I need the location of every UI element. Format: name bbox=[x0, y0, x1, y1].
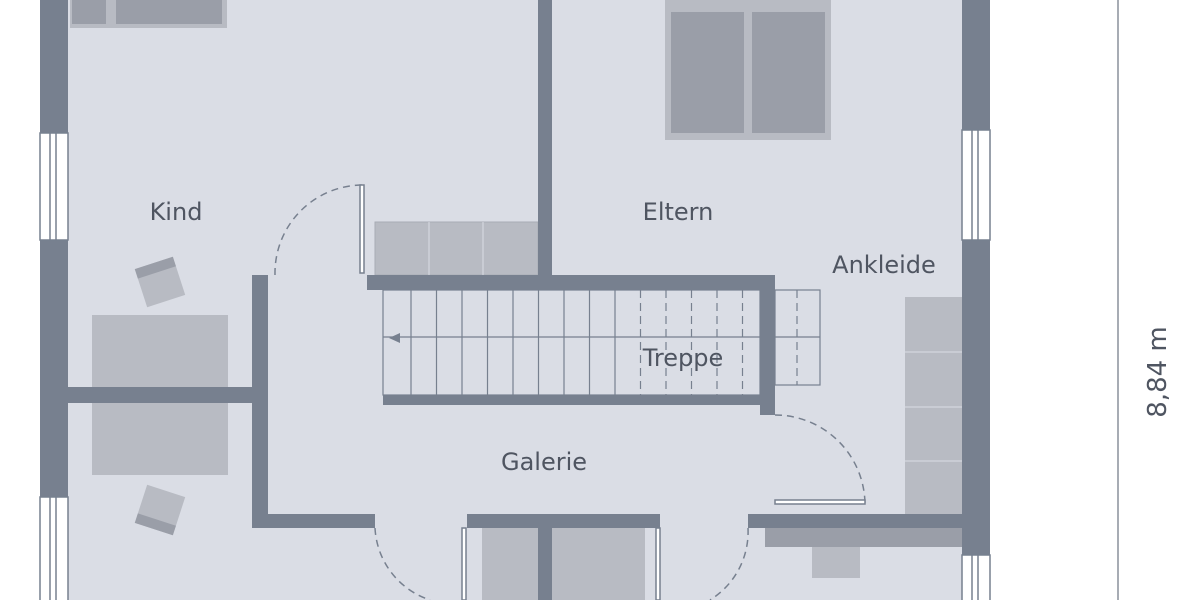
wardrobe-kind bbox=[374, 221, 539, 276]
wardrobe-ankleide bbox=[905, 297, 962, 514]
dimension-label: 8,84 m bbox=[1143, 326, 1173, 418]
windows bbox=[39, 129, 991, 600]
doors bbox=[274, 184, 866, 600]
room-label-kind: Kind bbox=[149, 198, 203, 226]
outer-walls bbox=[40, 0, 990, 555]
room-label-treppe: Treppe bbox=[642, 344, 724, 372]
room-label-eltern: Eltern bbox=[642, 198, 714, 226]
room-label-galerie: Galerie bbox=[500, 448, 588, 476]
inner-walls bbox=[68, 0, 962, 600]
room-label-ankleide: Ankleide bbox=[832, 251, 936, 279]
